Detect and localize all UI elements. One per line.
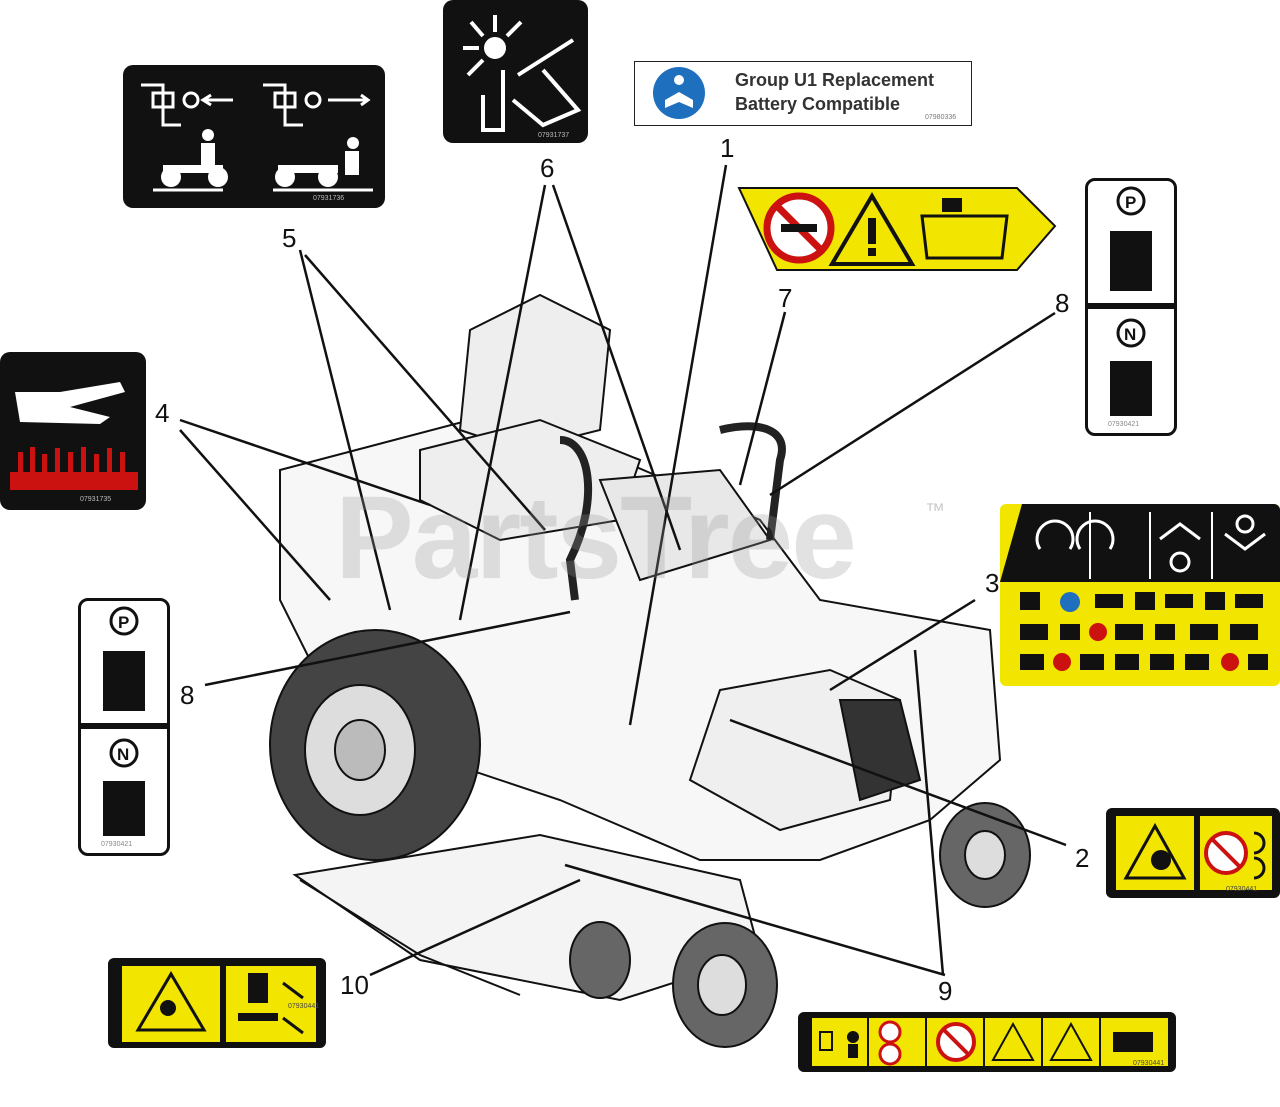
decal-2-part-number: 07930441 <box>1226 886 1258 893</box>
svg-text:P: P <box>118 613 129 632</box>
operation-instructions-icon <box>1000 504 1280 671</box>
callout-7: 7 <box>778 283 793 313</box>
callout-6: 6 <box>540 153 555 183</box>
decal-8-right: P N 07930421 <box>1085 178 1177 436</box>
svg-text:P: P <box>1125 193 1136 212</box>
decal-7-fuel-warning <box>737 187 1057 271</box>
decal-3 <box>1000 504 1280 686</box>
callout-5: 5 <box>282 223 297 253</box>
decal-8-right-part-number: 07930421 <box>1108 421 1140 428</box>
decal-2: 07930441 <box>1106 808 1280 898</box>
decal-6-part-number: 07931737 <box>538 132 570 139</box>
svg-text:N: N <box>1124 325 1136 344</box>
safety-strip-icon <box>812 1018 1168 1066</box>
decal-4-part-number: 07931735 <box>80 496 112 503</box>
decal-8-left: P N 07930421 <box>78 598 170 856</box>
callout-2: 2 <box>1075 843 1090 873</box>
decal-10: 07930441 <box>108 958 326 1048</box>
park-neutral-icon: P N <box>1088 186 1174 416</box>
battery-decal: Group U1 Replacement Battery Compatible … <box>634 61 972 126</box>
callout-8-right: 8 <box>1055 288 1070 318</box>
decal-6: 07931737 <box>443 0 588 143</box>
svg-text:N: N <box>117 745 129 764</box>
operator-presence-icon <box>141 83 373 192</box>
callout-9: 9 <box>938 976 953 1006</box>
battery-line-1: Group U1 Replacement <box>735 70 935 90</box>
callout-10: 10 <box>340 970 369 1000</box>
decal-5-part-number: 07931736 <box>313 195 345 202</box>
decal-9: 07930441 <box>798 1012 1176 1072</box>
battery-line-2: Battery Compatible <box>735 94 901 114</box>
fuel-tank-icon <box>920 214 1009 260</box>
decal-8-left-part-number: 07930421 <box>101 841 133 848</box>
callout-3: 3 <box>985 568 1000 598</box>
callout-8-left: 8 <box>180 680 195 710</box>
deck-hazard-icon <box>122 966 316 1042</box>
read-manual-icon <box>635 62 723 125</box>
decal-5: 07931736 <box>123 65 385 208</box>
decal-9-part-number: 07930441 <box>1133 1060 1165 1067</box>
callout-1: 1 <box>720 133 735 163</box>
decal-4: 07931735 <box>0 352 146 510</box>
hot-surface-icon <box>10 382 138 490</box>
blade-hazard-icon <box>1116 816 1272 890</box>
callout-4: 4 <box>155 398 170 428</box>
park-neutral-icon: P N <box>81 606 167 836</box>
trademark-symbol: ™ <box>925 500 945 522</box>
battery-part-number: 07980336 <box>925 114 957 121</box>
watermark: PartsTree <box>335 472 857 604</box>
decal-10-part-number: 07930441 <box>288 1003 320 1010</box>
thrown-objects-hand-icon <box>463 15 582 132</box>
